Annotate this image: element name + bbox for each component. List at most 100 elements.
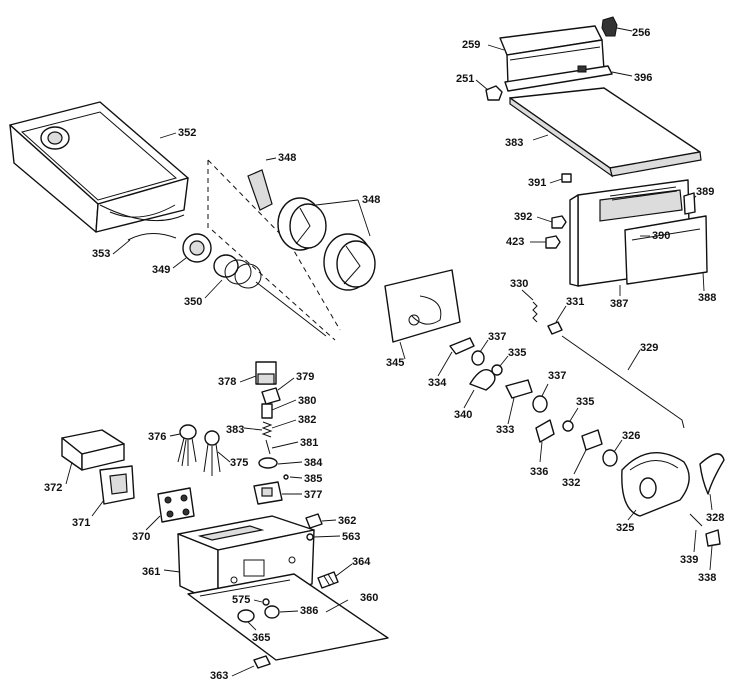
- part-345-back-plate: [384, 269, 461, 360]
- callout-335-b: 335: [576, 396, 595, 408]
- callout-334: 334: [428, 377, 447, 389]
- callout-348-drums: 348: [362, 194, 381, 206]
- callout-332: 332: [562, 477, 581, 489]
- part-384-cap: [258, 457, 303, 469]
- part-251-knob: [475, 79, 503, 101]
- part-383-cover-plate: [509, 87, 702, 178]
- part-382-spring: [261, 419, 297, 438]
- part-339-pin: [689, 513, 703, 553]
- part-386-grommet: [264, 605, 299, 619]
- part-337-spacer-b: [532, 383, 549, 413]
- callout-360: 360: [360, 592, 379, 604]
- part-332-spring-arm: [573, 429, 603, 475]
- part-375-harness: [203, 430, 231, 476]
- callout-361: 361: [142, 566, 161, 578]
- callout-340: 340: [454, 409, 473, 421]
- callout-259: 259: [462, 39, 481, 51]
- callout-365: 365: [252, 632, 271, 644]
- callout-336: 336: [530, 466, 549, 478]
- callout-563: 563: [342, 531, 361, 543]
- part-371-socket: [91, 465, 135, 517]
- part-259-bracket: [487, 25, 605, 86]
- part-337-spacer-a: [471, 339, 489, 366]
- part-380-sleeve: [261, 399, 297, 419]
- callout-371: 371: [72, 517, 91, 529]
- callout-352: 352: [178, 127, 197, 139]
- part-376-harness: [169, 424, 197, 467]
- part-575-screw: [253, 598, 270, 606]
- part-388-door: [624, 215, 708, 292]
- part-336-arm: [535, 419, 555, 463]
- part-338-clip: [705, 529, 721, 571]
- callout-328: 328: [706, 512, 725, 524]
- callout-376: 376: [148, 431, 167, 443]
- callout-372: 372: [44, 482, 63, 494]
- part-364-thermostat: [317, 563, 353, 589]
- part-256-clip: [601, 16, 633, 37]
- part-378-solenoid: [239, 361, 277, 385]
- part-330-spring: [521, 289, 538, 323]
- callout-379: 379: [296, 371, 315, 383]
- callout-386: 386: [300, 605, 319, 617]
- part-383-plunger: [243, 427, 263, 431]
- part-335-washer-a: [491, 355, 509, 376]
- part-349-bushing: [172, 233, 212, 269]
- part-325-motor: [621, 452, 690, 521]
- callout-256: 256: [632, 27, 651, 39]
- callout-337-b: 337: [548, 370, 567, 382]
- part-363-foot: [231, 655, 271, 677]
- callout-363: 363: [210, 670, 229, 682]
- callout-333: 333: [496, 424, 515, 436]
- callout-390: 390: [652, 230, 671, 242]
- callout-338: 338: [698, 572, 717, 584]
- part-352-ice-bucket: [9, 101, 189, 233]
- part-377-holder: [253, 481, 302, 505]
- callout-396: 396: [634, 72, 653, 84]
- callout-377: 377: [304, 489, 323, 501]
- callout-378: 378: [218, 376, 237, 388]
- part-423-button: [530, 235, 561, 249]
- callout-345: 345: [386, 357, 405, 369]
- part-379-bracket: [261, 377, 295, 405]
- callout-325: 325: [616, 522, 635, 534]
- part-326-coupler: [602, 439, 623, 467]
- callout-331: 331: [566, 296, 585, 308]
- part-329-rod: [561, 335, 685, 429]
- callout-384: 384: [304, 457, 323, 469]
- callout-370: 370: [132, 531, 151, 543]
- part-331-bushing: [547, 305, 567, 335]
- part-348-blade-drums: [277, 197, 376, 291]
- part-362-clip: [305, 513, 337, 529]
- callout-329: 329: [640, 342, 659, 354]
- callout-335-a: 335: [508, 347, 527, 359]
- callout-330: 330: [510, 278, 529, 290]
- callout-575: 575: [232, 594, 251, 606]
- part-360-base-plate: [187, 573, 389, 661]
- callout-392: 392: [514, 211, 533, 223]
- callout-383-plunger: 383: [226, 424, 245, 436]
- callout-350: 350: [184, 296, 203, 308]
- part-391-plug: [549, 173, 572, 184]
- callout-353: 353: [92, 248, 111, 260]
- callout-391: 391: [528, 177, 547, 189]
- part-334-lever: [437, 337, 475, 377]
- assembly-guides: [207, 159, 341, 341]
- callout-364: 364: [352, 556, 371, 568]
- part-333-link: [505, 379, 533, 425]
- part-335-washer-b: [562, 407, 579, 432]
- callout-339: 339: [680, 554, 699, 566]
- part-389-trim: [683, 192, 697, 215]
- callout-382: 382: [298, 414, 317, 426]
- part-328-cover: [699, 453, 725, 511]
- part-350-auger: [204, 254, 327, 337]
- part-563-screw: [306, 533, 341, 541]
- part-353-wire-handle: [112, 233, 177, 255]
- callout-375: 375: [230, 457, 249, 469]
- callout-337-a: 337: [488, 331, 507, 343]
- part-381-pin: [265, 439, 299, 455]
- callout-423: 423: [506, 236, 525, 248]
- callout-349: 349: [152, 264, 171, 276]
- callout-380: 380: [298, 395, 317, 407]
